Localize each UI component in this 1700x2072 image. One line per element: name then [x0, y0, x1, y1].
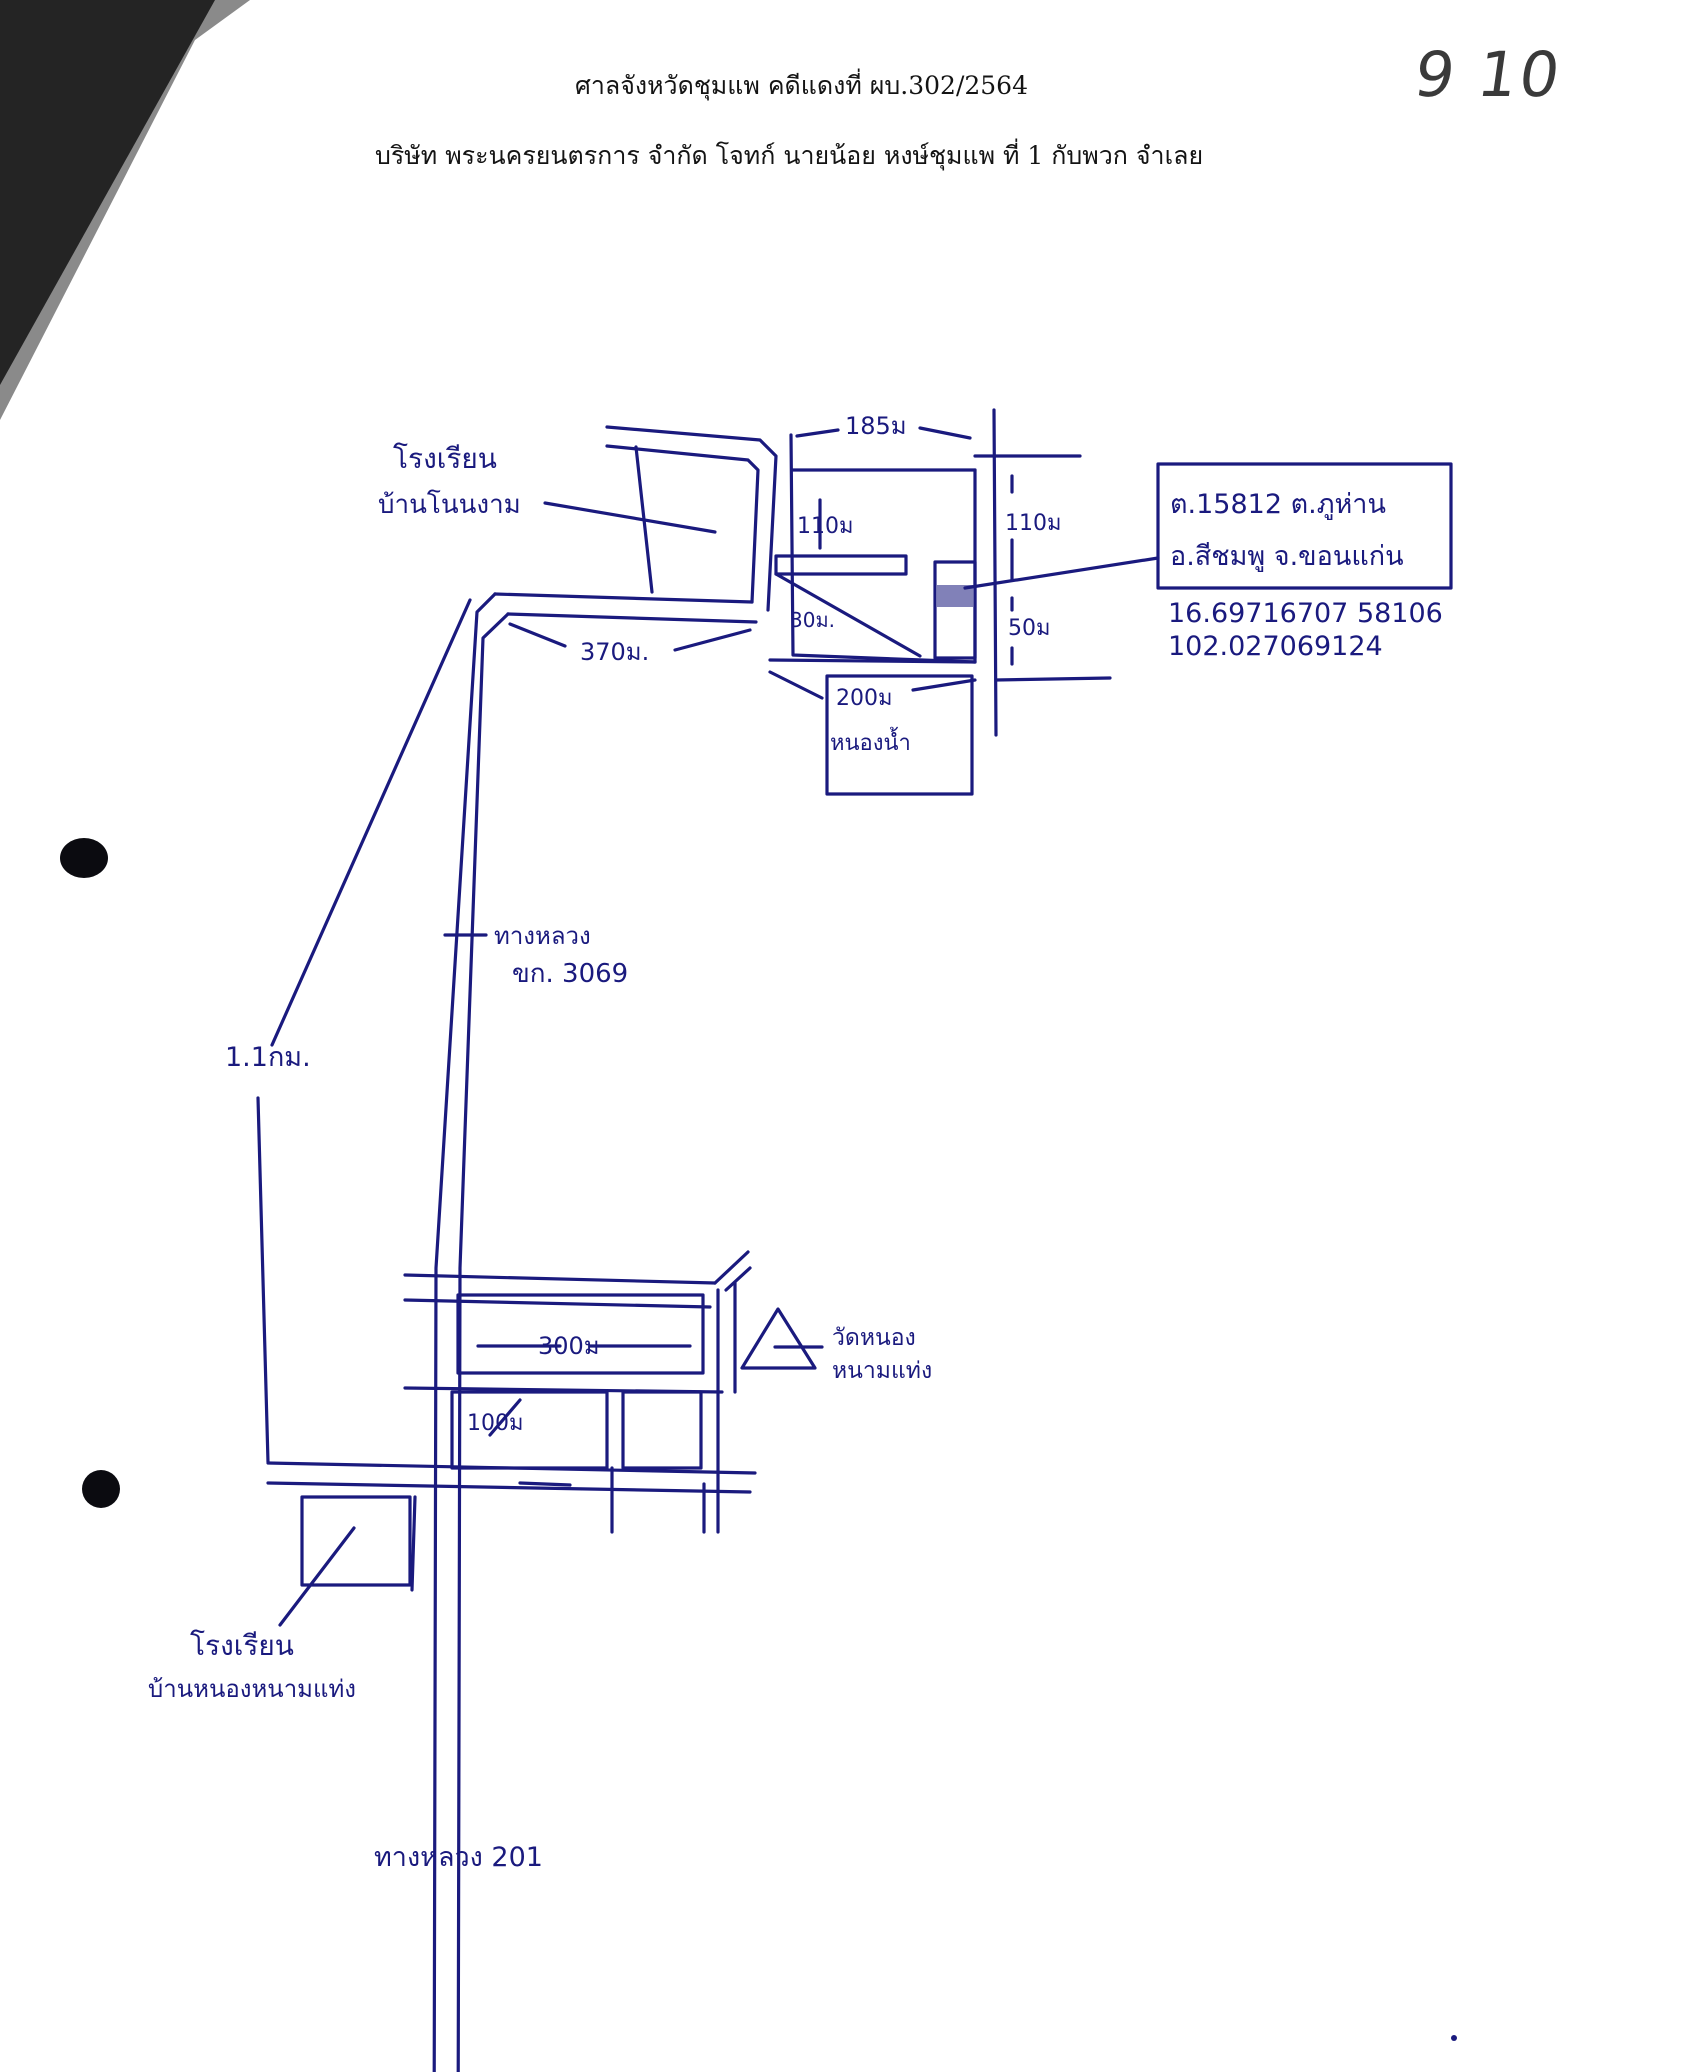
label-coord-lat: 16.69716707 58106: [1168, 598, 1443, 629]
label-dist-1-1km: 1.1กม.: [225, 1042, 311, 1073]
label-road-1: ทางหลวง: [494, 922, 591, 950]
label-dist-370: 370ม.: [580, 638, 649, 666]
road-lines: [432, 408, 1453, 2072]
label-dist-100: 100ม: [467, 1411, 524, 1436]
label-highway-201: ทางหลวง 201: [374, 1842, 543, 1873]
label-dist-200: 200ม: [836, 686, 893, 711]
label-temple-2: หนามแท่ง: [832, 1358, 932, 1384]
label-dist-110-left: 110ม: [797, 514, 854, 539]
label-dist-110-right: 110ม: [1005, 511, 1062, 536]
label-address-2: อ.สีชมพู จ.ขอนแก่น: [1170, 541, 1404, 572]
label-dist-30: 30ม.: [790, 608, 835, 632]
punch-hole-icon: [82, 1470, 120, 1508]
map-labels: โรงเรียน บ้านโนนงาม 185ม 110ม 110ม 30ม. …: [148, 412, 1443, 1873]
label-address-1: ต.15812 ต.ภูห่าน: [1170, 489, 1386, 520]
label-dist-300: 300ม: [538, 1332, 600, 1360]
label-road-2: ขก. 3069: [512, 959, 628, 989]
label-school-bottom-2: บ้านหนองหนามแท่ง: [148, 1675, 356, 1703]
label-dist-185: 185ม: [845, 412, 907, 440]
punch-hole-icon: [60, 838, 108, 878]
parties-header: บริษัท พระนครยนตรการ จำกัด โจทก์ นายน้อย…: [375, 141, 1204, 170]
label-school-top-2: บ้านโนนงาม: [378, 489, 521, 520]
label-coord-lon: 102.027069124: [1168, 631, 1383, 662]
map-marks: [1451, 2035, 1457, 2041]
label-temple-1: วัดหนอง: [832, 1325, 916, 1351]
label-school-bottom-1: โรงเรียน: [190, 1629, 294, 1662]
label-pond: หนองน้ำ: [830, 727, 911, 756]
label-dist-50: 50ม: [1008, 616, 1051, 641]
label-school-top-1: โรงเรียน: [393, 442, 497, 475]
lower-blocks: [266, 1250, 824, 1627]
case-header: ศาลจังหวัดชุมแพ คดีแดงที่ ผบ.302/2564: [575, 71, 1028, 100]
dimension-arrows: [256, 426, 1014, 1464]
